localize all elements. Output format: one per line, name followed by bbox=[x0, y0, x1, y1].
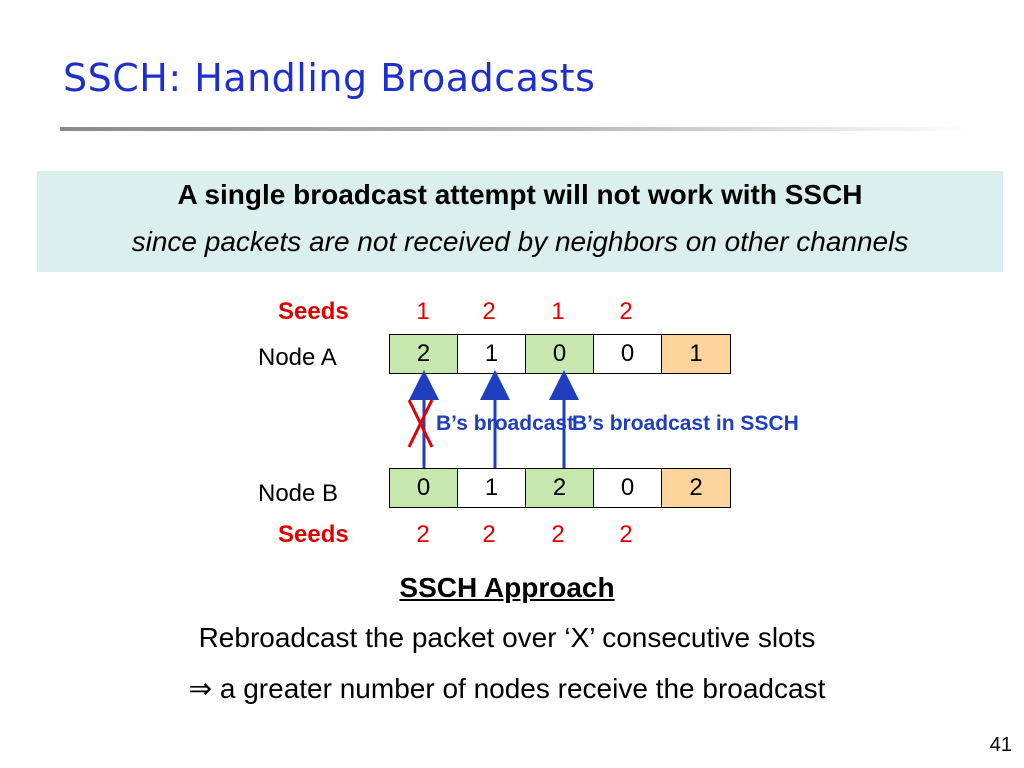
seed-b-1: 2 bbox=[416, 521, 430, 548]
seeds-label-a: Seeds bbox=[278, 298, 349, 325]
node-a-label: Node A bbox=[258, 344, 337, 371]
page-number: 41 bbox=[989, 734, 1012, 756]
node-b-slot-3: 2 bbox=[526, 469, 594, 507]
seed-b-4: 2 bbox=[619, 521, 633, 548]
node-b-slot-1: 0 bbox=[390, 469, 458, 507]
approach-line-1: Rebroadcast the packet over ‘X’ consecut… bbox=[198, 622, 816, 653]
node-a-slot-5: 1 bbox=[662, 335, 730, 373]
node-a-slot-1: 2 bbox=[390, 335, 458, 373]
failure-x-icon bbox=[407, 399, 434, 448]
seed-a-2: 2 bbox=[482, 298, 496, 325]
node-b-slot-4: 0 bbox=[594, 469, 662, 507]
approach-heading: SSCH Approach bbox=[399, 572, 615, 603]
slide-title: SSCH: Handling Broadcasts bbox=[63, 56, 596, 100]
node-b-slot-5: 2 bbox=[662, 469, 730, 507]
node-a-slot-4: 0 bbox=[594, 335, 662, 373]
title-divider bbox=[60, 127, 970, 131]
node-b-slot-2: 1 bbox=[458, 469, 526, 507]
seed-a-4: 2 bbox=[619, 298, 633, 325]
callout-subline: since packets are not received by neighb… bbox=[131, 226, 909, 257]
callout-box: A single broadcast attempt will not work… bbox=[37, 171, 1003, 272]
seed-b-3: 2 bbox=[551, 521, 565, 548]
node-a-slot-3: 0 bbox=[526, 335, 594, 373]
callout-headline: A single broadcast attempt will not work… bbox=[177, 179, 863, 210]
broadcast-label: B’s broadcast bbox=[436, 412, 575, 435]
broadcast-ssch-label: B’s broadcast in SSCH bbox=[572, 412, 799, 435]
node-b-slots: 0 1 2 0 2 bbox=[389, 468, 731, 508]
node-b-label: Node B bbox=[258, 480, 339, 507]
seed-a-3: 1 bbox=[551, 298, 565, 325]
node-a-slot-2: 1 bbox=[458, 335, 526, 373]
seed-a-1: 1 bbox=[416, 298, 430, 325]
approach-line-2: ⇒ a greater number of nodes receive the … bbox=[188, 673, 826, 704]
seed-b-2: 2 bbox=[482, 521, 496, 548]
node-a-slots: 2 1 0 0 1 bbox=[389, 334, 731, 374]
seeds-label-b: Seeds bbox=[278, 521, 349, 548]
